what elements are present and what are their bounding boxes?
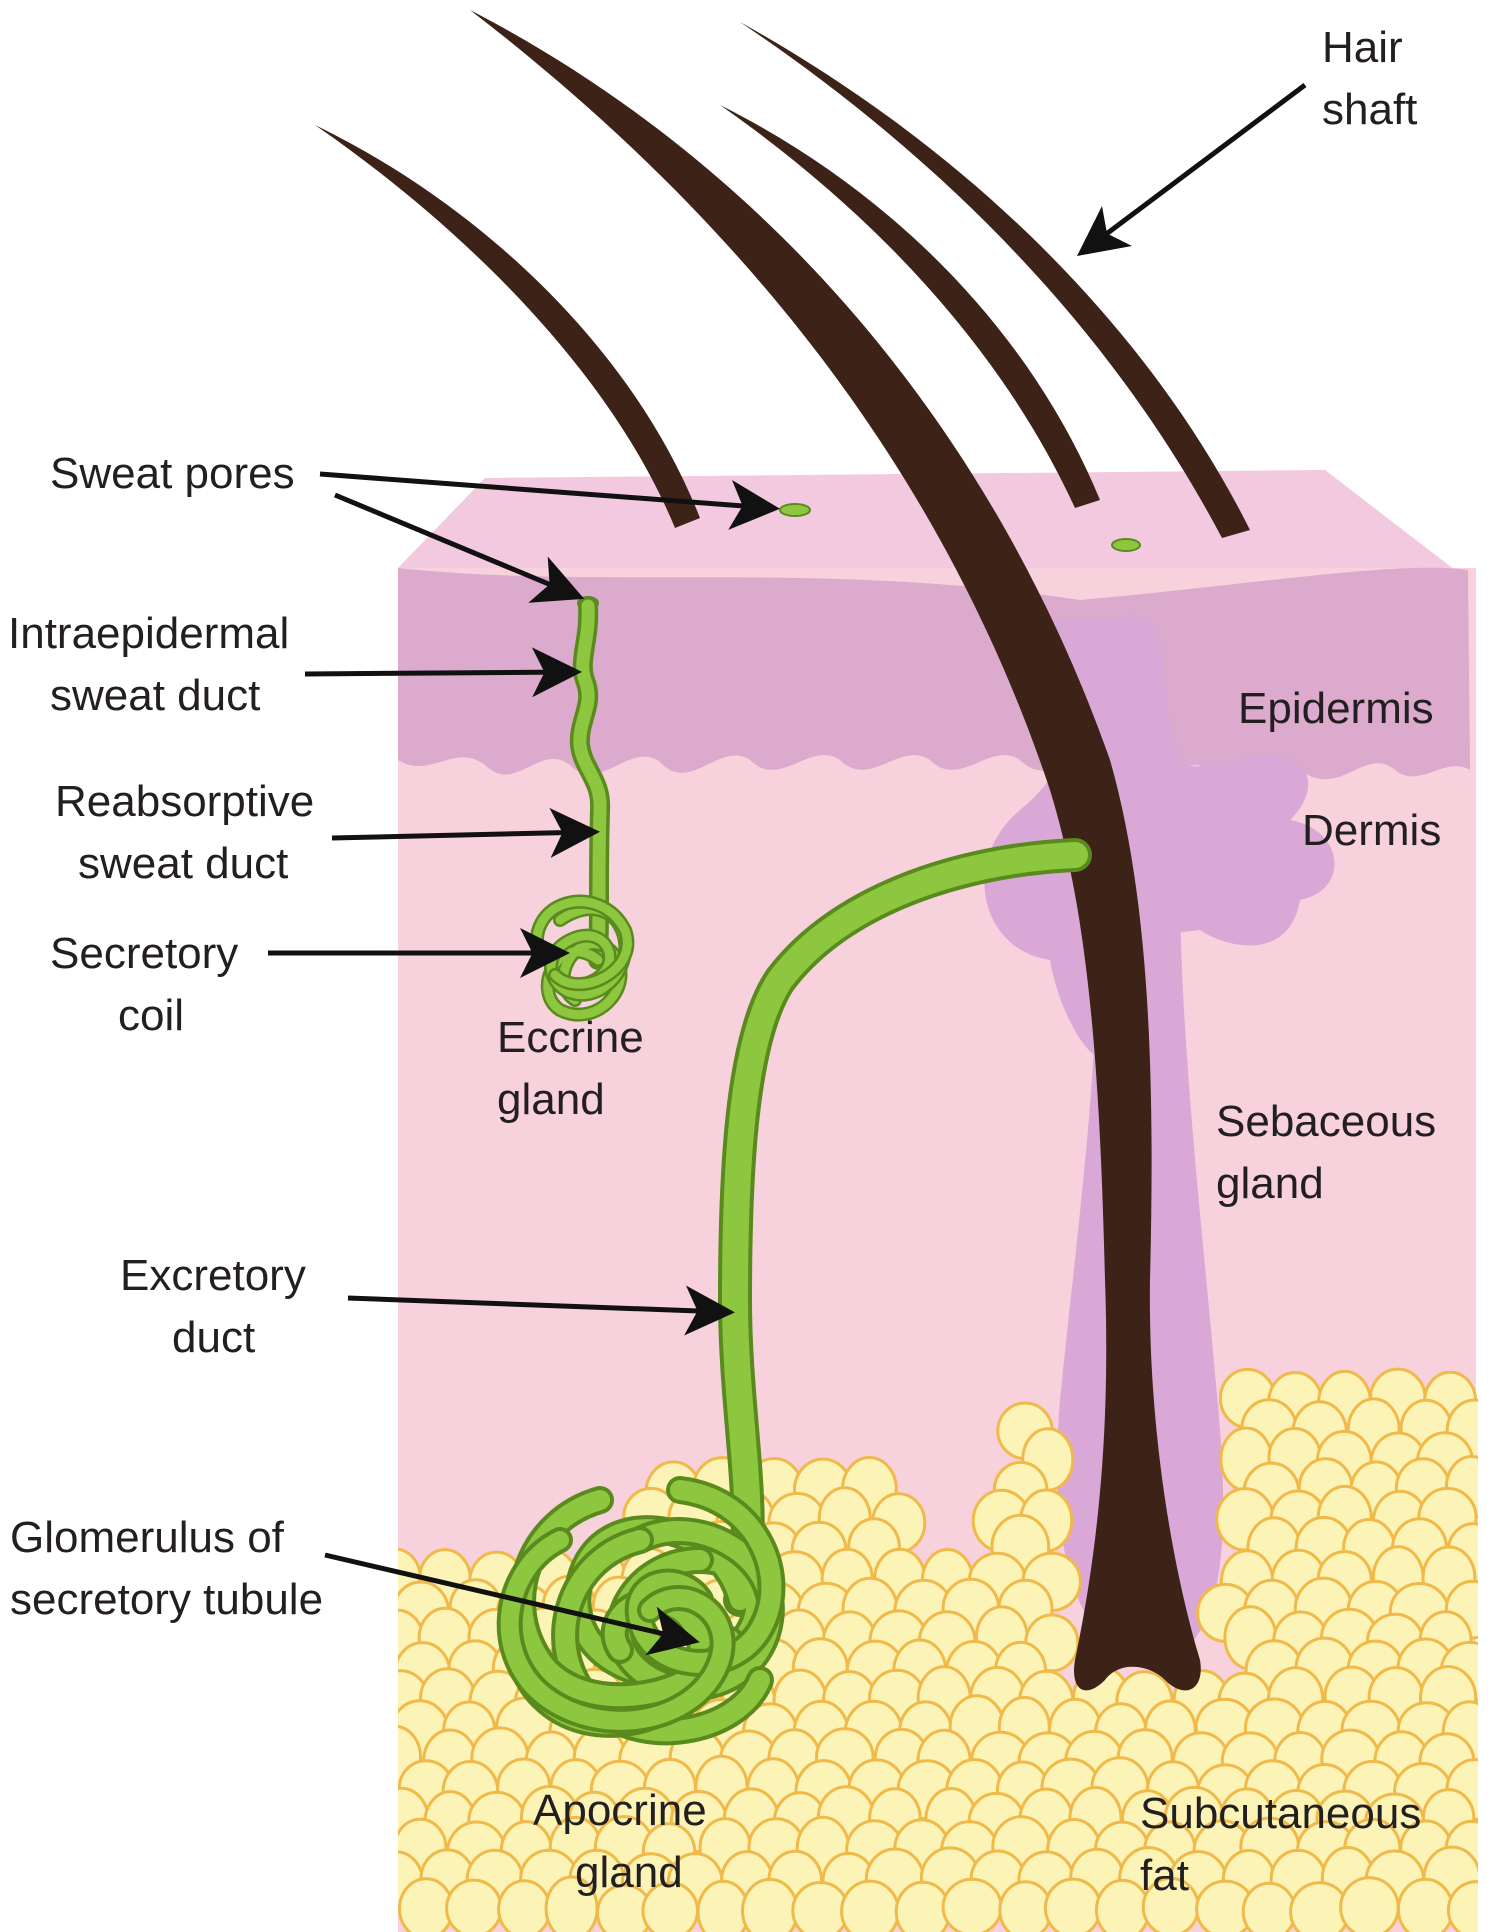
label-subcutaneous-line1: Subcutaneous (1140, 1789, 1421, 1838)
label-eccrine-line1: Eccrine (497, 1013, 644, 1062)
arrow-hair-shaft (1077, 83, 1307, 256)
fat-cell (840, 1879, 900, 1932)
epidermis-layer (398, 567, 1470, 780)
label-apocrine-gland: Apocrine gland (533, 1786, 719, 1897)
label-intraepidermal-duct: Intraepidermal sweat duct (8, 609, 302, 720)
fat-cell (497, 1879, 552, 1932)
sweat-pore-2 (1111, 538, 1141, 552)
hair-shaft-main (470, 10, 1201, 1691)
fat-cell (998, 1880, 1053, 1932)
eccrine-duct (573, 599, 607, 967)
label-hair-shaft: Hair shaft (1322, 23, 1417, 134)
hair-shaft-left (315, 125, 700, 528)
label-reabsorptive-duct: Reabsorptive sweat duct (55, 777, 327, 888)
label-sebaceous-gland: Sebaceous gland (1216, 1097, 1448, 1208)
label-secretory-coil: Secretory coil (50, 929, 251, 1040)
label-glomerulus-line2: secretory tubule (10, 1575, 323, 1624)
label-sebaceous-line1: Sebaceous (1216, 1097, 1436, 1146)
label-hair-shaft-line1: Hair (1322, 23, 1403, 72)
fat-cell (741, 1877, 799, 1932)
label-intraepidermal-line1: Intraepidermal (8, 609, 289, 658)
label-reabsorptive-line1: Reabsorptive (55, 777, 314, 826)
label-subcutaneous-line2: fat (1140, 1851, 1189, 1900)
sweat-pore-1 (779, 503, 811, 517)
fat-cell (445, 1878, 503, 1932)
hair-shafts (315, 10, 1250, 1691)
label-eccrine-line2: gland (497, 1075, 605, 1124)
label-glomerulus: Glomerulus of secretory tubule (10, 1513, 323, 1624)
fat-cell (1446, 1880, 1478, 1932)
arrow-sweat-pore-top (319, 471, 780, 530)
fat-cell (696, 1879, 750, 1932)
label-eccrine-gland: Eccrine gland (497, 1013, 656, 1124)
arrow-reabsorptive-duct (331, 807, 600, 858)
apocrine-gland (496, 838, 1092, 1746)
label-excretory-line2: duct (172, 1313, 255, 1362)
glomerulus-of-secretory-tubule (496, 1476, 786, 1746)
label-hair-shaft-line2: shaft (1322, 85, 1417, 134)
arrow-sweat-pore-duct (334, 492, 585, 603)
hair-shaft-right-small (720, 105, 1100, 508)
label-apocrine-line1: Apocrine (533, 1786, 707, 1835)
label-arrows (268, 83, 1307, 1656)
label-glomerulus-line1: Glomerulus of (10, 1513, 285, 1562)
label-secretory-line1: Secretory (50, 929, 238, 978)
fat-cell (941, 1877, 1003, 1932)
label-intraepidermal-line2: sweat duct (50, 671, 260, 720)
arrow-intraepidermal-duct (304, 647, 582, 698)
label-apocrine-line2: gland (575, 1848, 683, 1897)
label-subcutaneous-fat: Subcutaneous fat (1140, 1789, 1434, 1900)
label-secretory-line2: coil (118, 991, 184, 1040)
fat-cell (1396, 1877, 1454, 1932)
fat-cell (894, 1880, 952, 1932)
diagram-labels: Hair shaft Sweat pores Intraepidermal sw… (8, 23, 1448, 1900)
excretory-duct (721, 842, 1088, 1613)
arrow-excretory-duct (347, 1285, 735, 1336)
label-excretory-line1: Excretory (120, 1251, 306, 1300)
label-epidermis: Epidermis (1238, 684, 1434, 733)
eccrine-gland (529, 596, 635, 1022)
label-excretory-duct: Excretory duct (120, 1251, 318, 1362)
fat-cell (1043, 1877, 1102, 1932)
label-sebaceous-line2: gland (1216, 1159, 1324, 1208)
fat-cell (1241, 1881, 1297, 1932)
arrow-glomerulus (324, 1552, 700, 1656)
eccrine-secretory-coil (529, 894, 635, 1022)
fat-cell (791, 1881, 850, 1932)
label-reabsorptive-line2: sweat duct (78, 839, 288, 888)
label-dermis: Dermis (1302, 806, 1441, 855)
fat-cell (1339, 1876, 1400, 1932)
label-sweat-pores: Sweat pores (50, 449, 295, 498)
fat-cell (398, 1877, 454, 1932)
hair-shaft-far-right (740, 22, 1250, 538)
